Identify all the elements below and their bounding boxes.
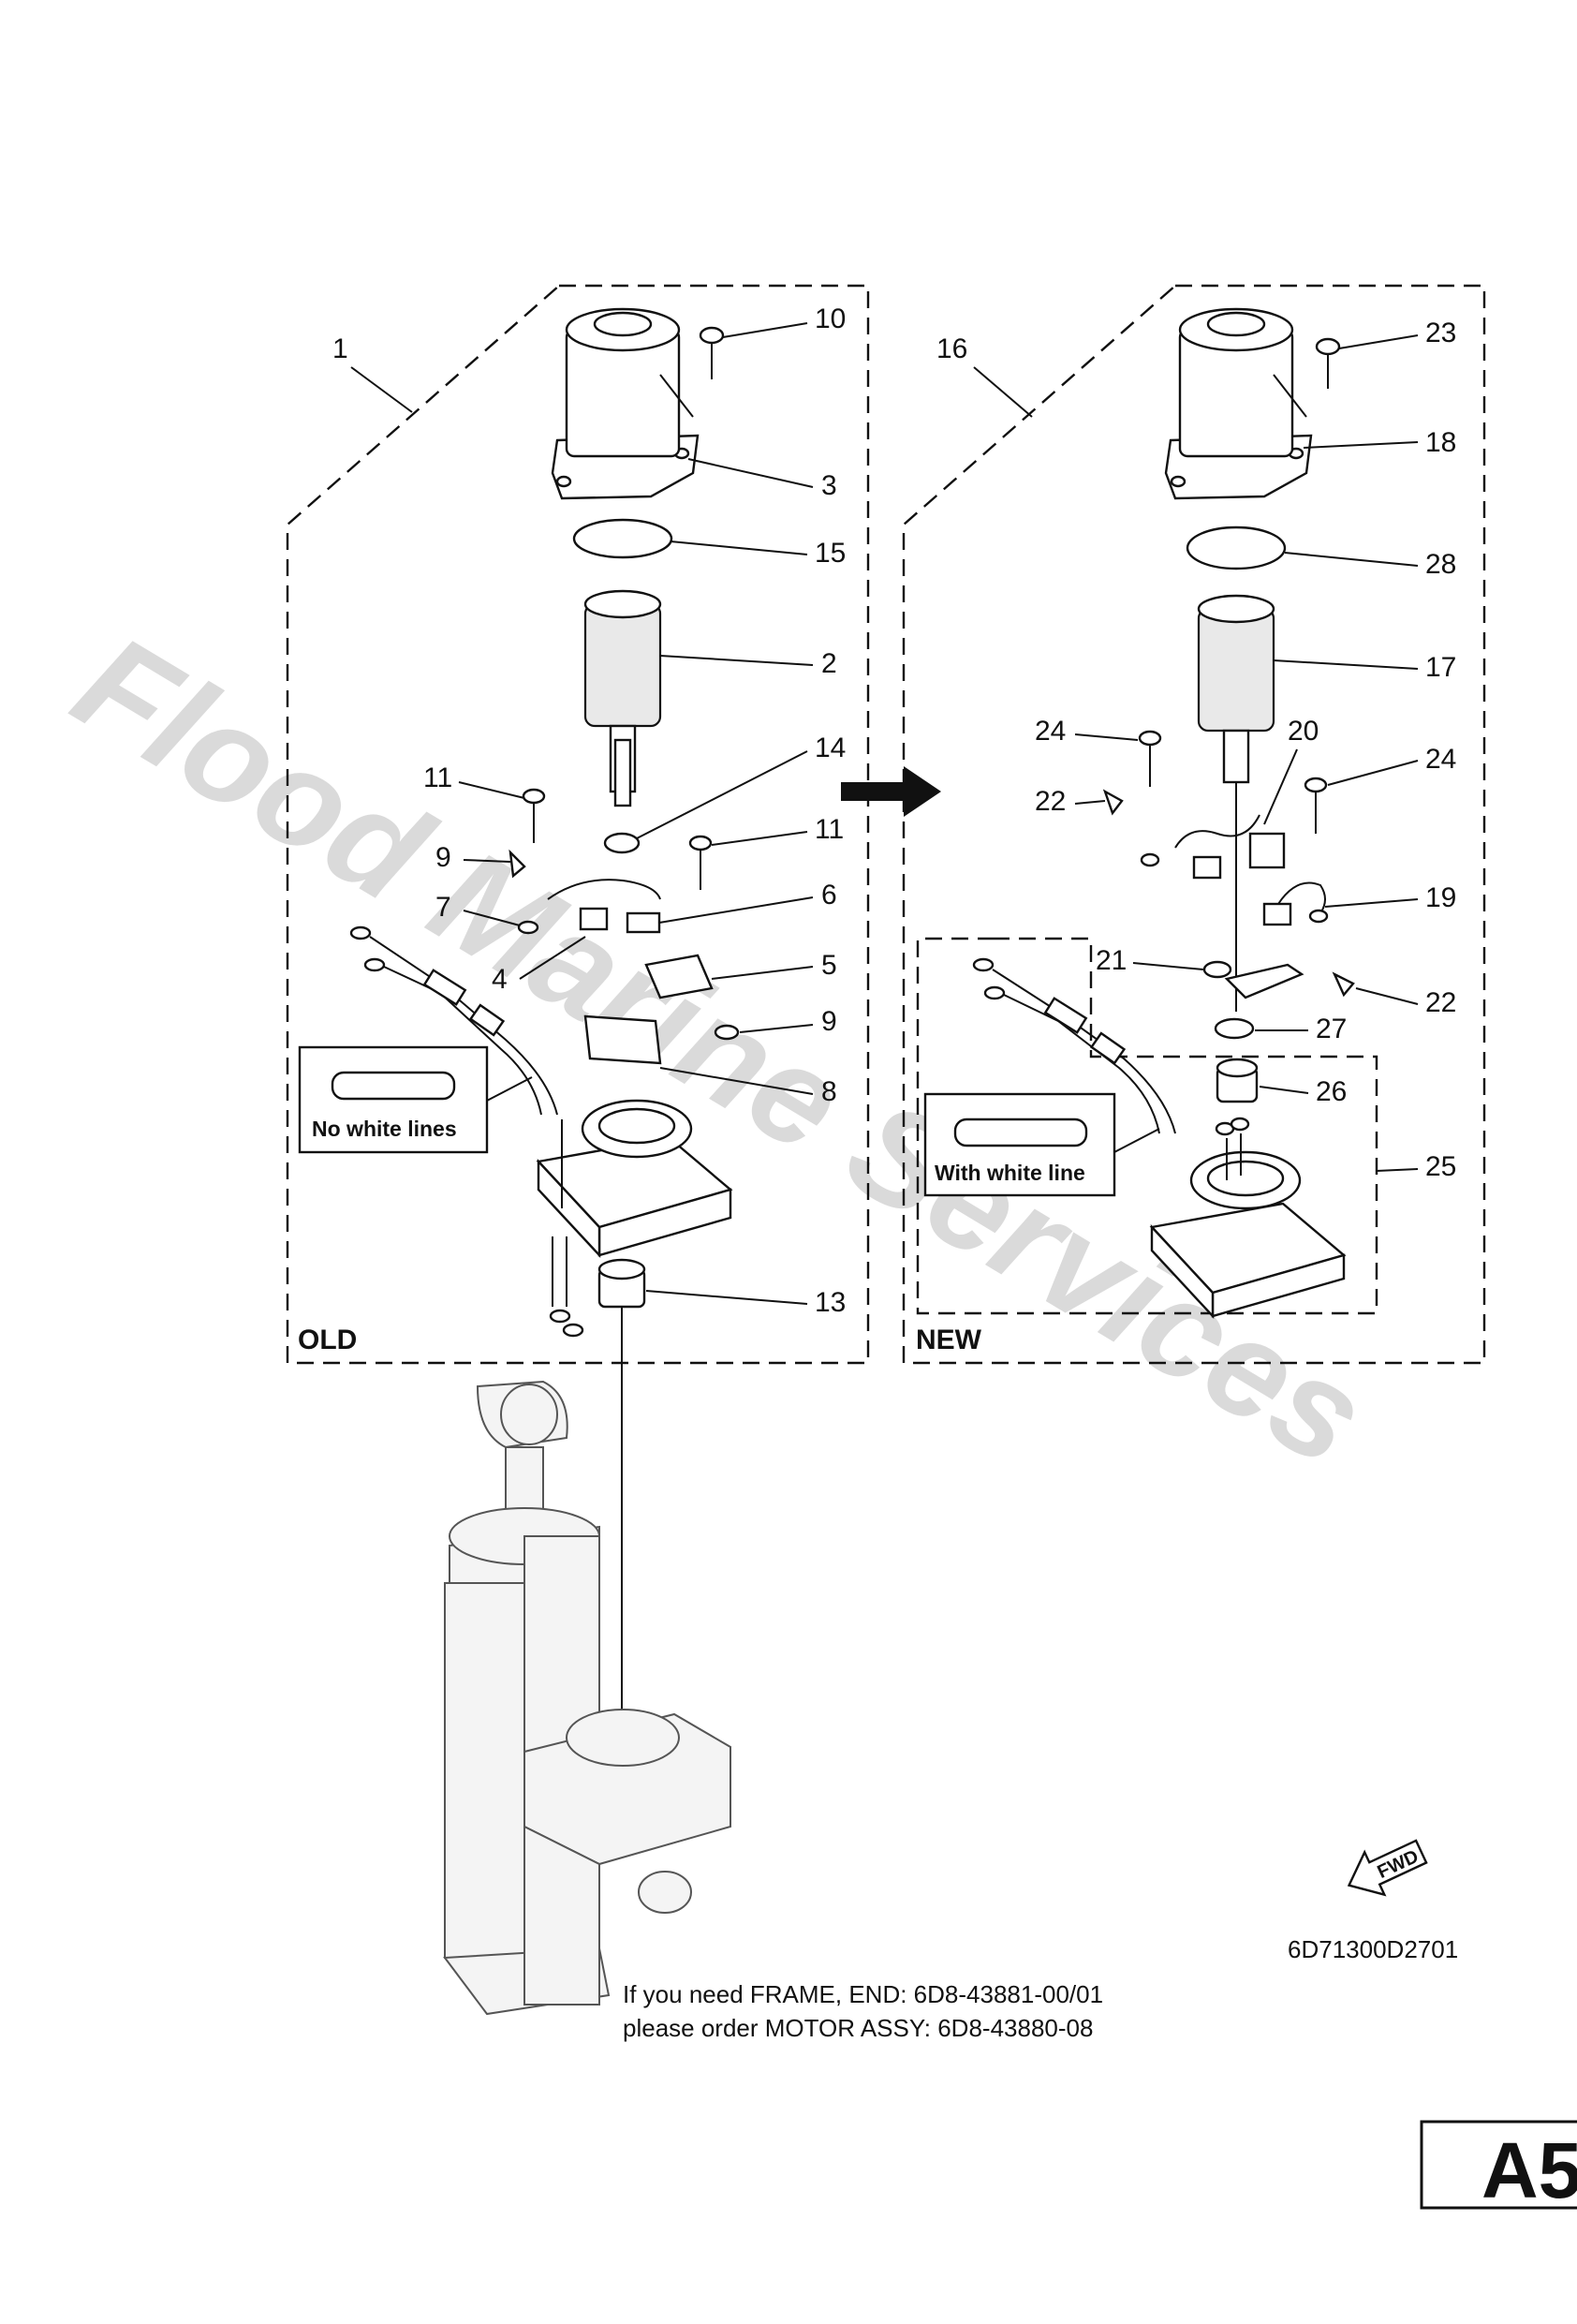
callout-9a: 9 — [435, 842, 451, 873]
new-cable-part — [972, 957, 1176, 1134]
fwd-arrow-icon: FWD — [1347, 1839, 1428, 1897]
callout-25: 25 — [1425, 1151, 1456, 1182]
new-motor-base-part — [1149, 1117, 1347, 1320]
callout-8: 8 — [821, 1076, 837, 1107]
new-cable-legend-label: With white line — [935, 1161, 1085, 1185]
old-washer-part — [603, 832, 641, 854]
old-cable-legend: No white lines — [298, 1045, 533, 1154]
new-panel-outline — [902, 284, 1486, 1365]
callout-13: 13 — [815, 1287, 846, 1318]
callout-23: 23 — [1425, 318, 1456, 348]
old-o-ring-part — [572, 518, 673, 559]
old-callouts: 10 3 15 2 14 11 11 9 7 6 4 5 9 8 13 — [423, 303, 846, 1318]
callout-11b: 11 — [815, 814, 844, 845]
callout-26: 26 — [1316, 1076, 1347, 1107]
old-armature-part — [583, 589, 662, 807]
callout-18: 18 — [1425, 427, 1456, 458]
callout-24b: 24 — [1425, 744, 1456, 775]
new-armature-part — [1197, 594, 1275, 1012]
callout-24a: 24 — [1035, 716, 1066, 747]
callout-28: 28 — [1425, 549, 1456, 580]
callout-6: 6 — [821, 880, 837, 910]
note-line-2: please order MOTOR ASSY: 6D8-43880-08 — [623, 2014, 1093, 2042]
callout-14: 14 — [815, 733, 846, 763]
page-tag-box — [1420, 2120, 1577, 2210]
old-panel-outline — [286, 284, 870, 1365]
new-motor-yoke-part — [1164, 307, 1313, 500]
callout-21: 21 — [1096, 945, 1127, 976]
new-screw-23-part — [1315, 337, 1341, 389]
old-screw-10-part — [699, 326, 725, 379]
old-cable-part — [349, 925, 558, 1116]
new-inner-group-outline — [916, 937, 1378, 1315]
new-brush-holder-part — [1102, 730, 1355, 1040]
callout-19: 19 — [1425, 882, 1456, 913]
callout-11a: 11 — [423, 762, 452, 793]
old-brush-holder-part — [508, 788, 740, 1065]
new-o-ring-part — [1186, 525, 1287, 570]
callout-4: 4 — [492, 964, 508, 995]
callout-27: 27 — [1316, 1014, 1347, 1044]
old-group-number: 1 — [332, 333, 348, 364]
new-group-number: 16 — [936, 333, 967, 364]
old-cable-legend-label: No white lines — [312, 1117, 457, 1141]
callout-20: 20 — [1288, 716, 1319, 747]
callout-22a: 22 — [1035, 786, 1066, 817]
old-panel-label: OLD — [298, 1325, 357, 1355]
note-line-1: If you need FRAME, END: 6D8-43881-00/01 — [623, 1980, 1103, 2008]
callout-10: 10 — [815, 303, 846, 334]
old-motor-base-part — [536, 1099, 733, 1338]
new-cable-legend: With white line — [923, 1092, 1160, 1197]
page-tag: A5 — [1481, 2126, 1577, 2214]
callout-15: 15 — [815, 538, 846, 569]
callout-17: 17 — [1425, 652, 1456, 683]
callout-5: 5 — [821, 950, 837, 981]
callout-3: 3 — [821, 470, 837, 501]
old-bushing-part — [597, 1258, 646, 1309]
new-panel-label: NEW — [916, 1325, 982, 1355]
callout-2: 2 — [821, 648, 837, 679]
callout-9b: 9 — [821, 1006, 837, 1037]
callout-7: 7 — [435, 892, 451, 923]
callout-22b: 22 — [1425, 987, 1456, 1018]
trim-cylinder-reference — [443, 1307, 731, 2016]
replacement-arrow-icon — [841, 766, 941, 817]
new-bushing-part — [1216, 1058, 1259, 1103]
new-callouts: 23 18 28 17 24 20 24 22 19 21 22 27 26 2… — [1035, 318, 1456, 1182]
drawing-code: 6D71300D2701 — [1288, 1935, 1458, 1963]
old-motor-yoke-part — [551, 307, 700, 500]
